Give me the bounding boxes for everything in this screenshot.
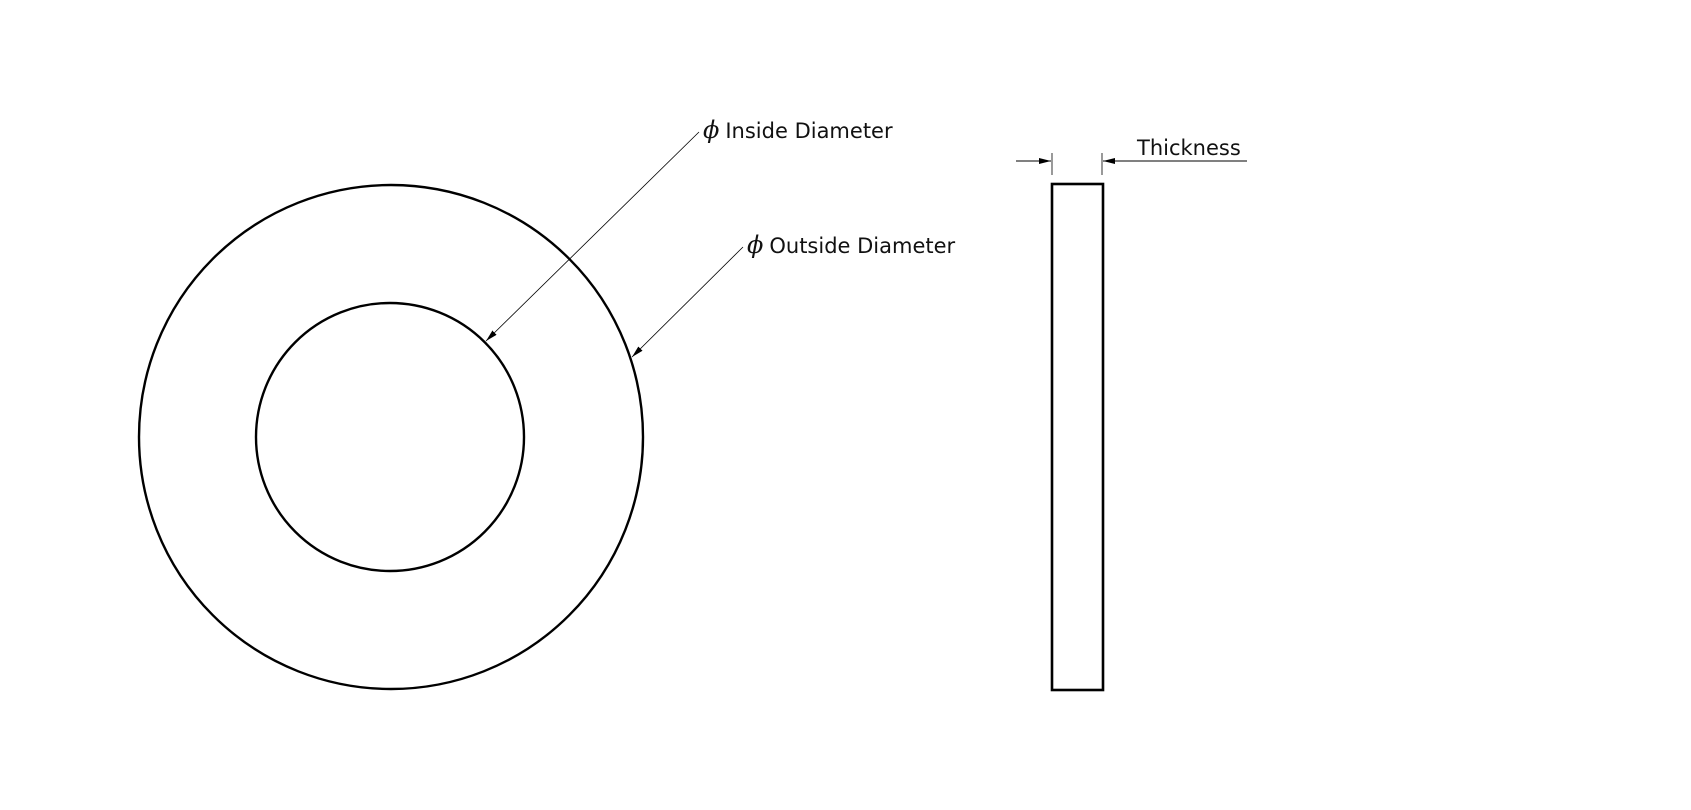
diameter-symbol-icon: ϕ — [747, 231, 764, 259]
thickness-dimension — [1016, 153, 1247, 175]
side-view-rect — [1050, 182, 1105, 692]
inside-diameter-leader — [485, 131, 700, 342]
inside-diameter-text: Inside Diameter — [725, 119, 893, 143]
inner-circle — [254, 301, 526, 573]
outside-diameter-leader — [631, 246, 744, 358]
outside-diameter-text: Outside Diameter — [769, 234, 956, 258]
outer-circle — [137, 183, 645, 691]
diameter-symbol-icon: ϕ — [703, 116, 720, 144]
front-view — [137, 183, 645, 691]
thickness-label: Thickness — [1137, 138, 1241, 159]
thickness-text: Thickness — [1137, 136, 1241, 160]
